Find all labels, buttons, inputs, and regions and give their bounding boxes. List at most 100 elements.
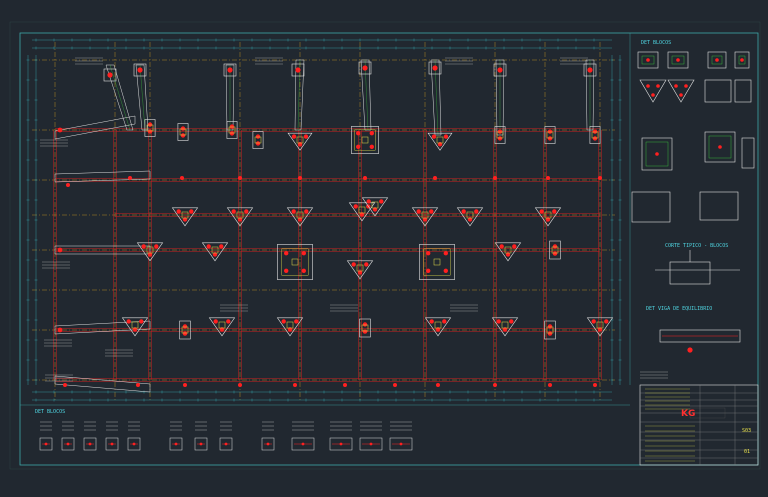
corte-tipico-label: CORTE TIPICO - BLOCOS bbox=[665, 243, 729, 249]
beam-label-leader bbox=[364, 59, 369, 131]
sheet-number-bottom: 01 bbox=[744, 449, 751, 455]
pile bbox=[593, 383, 597, 387]
equilibrium-beam bbox=[54, 170, 151, 183]
pile-cap-single bbox=[583, 63, 597, 77]
bottom-detail-section bbox=[194, 437, 208, 451]
pile bbox=[715, 58, 719, 62]
pile-cap-single bbox=[493, 63, 507, 77]
pile bbox=[443, 268, 448, 273]
bottom-details[interactable] bbox=[39, 421, 413, 451]
bottom-detail-section bbox=[219, 437, 233, 451]
column bbox=[591, 131, 599, 139]
column bbox=[254, 136, 262, 144]
pile bbox=[356, 144, 361, 149]
pile bbox=[237, 217, 243, 222]
detail-rebar bbox=[711, 55, 723, 65]
column bbox=[501, 321, 509, 329]
pile bbox=[229, 131, 235, 136]
pile-cap-triangular bbox=[534, 207, 562, 227]
title-block[interactable] bbox=[639, 384, 759, 466]
outer-border bbox=[19, 32, 759, 466]
pile bbox=[502, 327, 508, 332]
column bbox=[436, 136, 444, 144]
pile bbox=[547, 331, 553, 336]
corte-section bbox=[669, 261, 711, 285]
pile bbox=[139, 319, 144, 324]
pile-caps[interactable] bbox=[44, 58, 744, 446]
column bbox=[146, 124, 154, 132]
pile bbox=[552, 251, 558, 256]
pile bbox=[231, 209, 236, 214]
column bbox=[504, 246, 512, 254]
pile bbox=[284, 251, 289, 256]
pile bbox=[552, 244, 558, 249]
pile-cap-inner bbox=[354, 129, 376, 151]
pile-cap-triangular bbox=[121, 317, 149, 337]
pile bbox=[180, 176, 184, 180]
pile bbox=[132, 327, 138, 332]
pile-cap-single bbox=[549, 240, 561, 260]
pile bbox=[497, 136, 503, 141]
pile bbox=[227, 67, 233, 73]
pile bbox=[436, 383, 440, 387]
pile-cap-single bbox=[589, 126, 601, 144]
pile bbox=[147, 129, 153, 134]
pile-cap-single bbox=[226, 121, 238, 139]
pile bbox=[293, 383, 297, 387]
bottom-detail-section bbox=[127, 437, 141, 451]
pile bbox=[597, 327, 603, 332]
pile-cap-triangular bbox=[201, 242, 229, 262]
pile bbox=[229, 124, 235, 129]
equilibrium-beam bbox=[54, 375, 151, 393]
pile bbox=[291, 134, 297, 139]
pile bbox=[496, 319, 501, 324]
pile bbox=[63, 383, 67, 387]
equilibrium-beam bbox=[135, 64, 149, 131]
pile bbox=[182, 324, 188, 329]
bottom-detail-section bbox=[261, 437, 275, 451]
structural-grid bbox=[26, 38, 622, 402]
pile bbox=[426, 268, 431, 273]
column bbox=[546, 131, 554, 139]
column bbox=[181, 211, 189, 219]
pile bbox=[435, 327, 441, 332]
pile bbox=[674, 84, 678, 88]
pile bbox=[255, 134, 261, 139]
pile bbox=[426, 251, 431, 256]
pile-cap-triangular bbox=[361, 197, 389, 217]
pile bbox=[294, 319, 299, 324]
bottom-detail-section bbox=[291, 437, 315, 451]
pile-cap-square bbox=[419, 244, 455, 280]
pile bbox=[546, 176, 550, 180]
bottom-detail-section bbox=[169, 437, 183, 451]
pile bbox=[255, 141, 261, 146]
pile-cap-single bbox=[223, 63, 237, 77]
column bbox=[356, 264, 364, 272]
column bbox=[131, 321, 139, 329]
pile bbox=[206, 244, 211, 249]
pile bbox=[512, 244, 517, 249]
detail-cap bbox=[704, 131, 736, 163]
column bbox=[421, 211, 429, 219]
pile bbox=[499, 244, 504, 249]
equilibrium-beam bbox=[54, 115, 136, 140]
detail-rebar bbox=[645, 141, 669, 167]
detail-rebar bbox=[738, 55, 746, 65]
pile bbox=[547, 129, 553, 134]
bottom-detail-section bbox=[359, 437, 383, 451]
pile-cap-triangular bbox=[411, 207, 439, 227]
pile bbox=[244, 209, 249, 214]
pile bbox=[66, 183, 70, 187]
sheet-frame bbox=[9, 21, 761, 470]
detail-panel[interactable] bbox=[40, 51, 755, 382]
pile bbox=[182, 217, 188, 222]
equilibrium-beam bbox=[105, 64, 134, 131]
column bbox=[179, 128, 187, 136]
detail-cap-tri bbox=[639, 79, 667, 103]
viga-section bbox=[659, 329, 741, 343]
column bbox=[228, 126, 236, 134]
pile bbox=[291, 209, 296, 214]
pile-cap-triangular bbox=[276, 317, 304, 337]
pile bbox=[363, 176, 367, 180]
